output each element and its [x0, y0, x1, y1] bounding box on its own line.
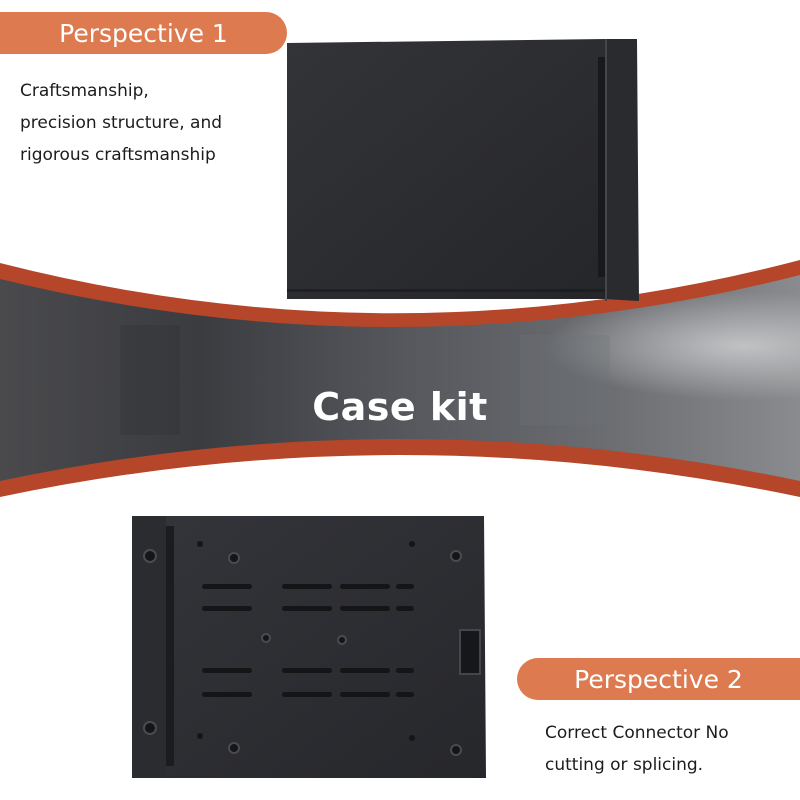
perspective-2-label: Perspective 2: [517, 658, 800, 700]
perspective-2-line-1: Correct Connector No: [545, 723, 729, 743]
band-title: Case kit: [312, 385, 488, 429]
band-background: [0, 260, 800, 497]
case-bottom-view-image: [132, 516, 486, 778]
perspective-1-line-3: rigorous craftsmanship: [20, 145, 216, 165]
perspective-2-line-2: cutting or splicing.: [545, 755, 704, 775]
perspective-1-label: Perspective 1: [0, 12, 287, 54]
perspective-1-description: Craftsmanship, precision structure, and …: [20, 75, 270, 171]
case-side-view-image: [287, 39, 639, 301]
perspective-2-description: Correct Connector No cutting or splicing…: [545, 717, 795, 781]
perspective-1-line-1: Craftsmanship,: [20, 81, 149, 101]
perspective-1-line-2: precision structure, and: [20, 113, 223, 133]
